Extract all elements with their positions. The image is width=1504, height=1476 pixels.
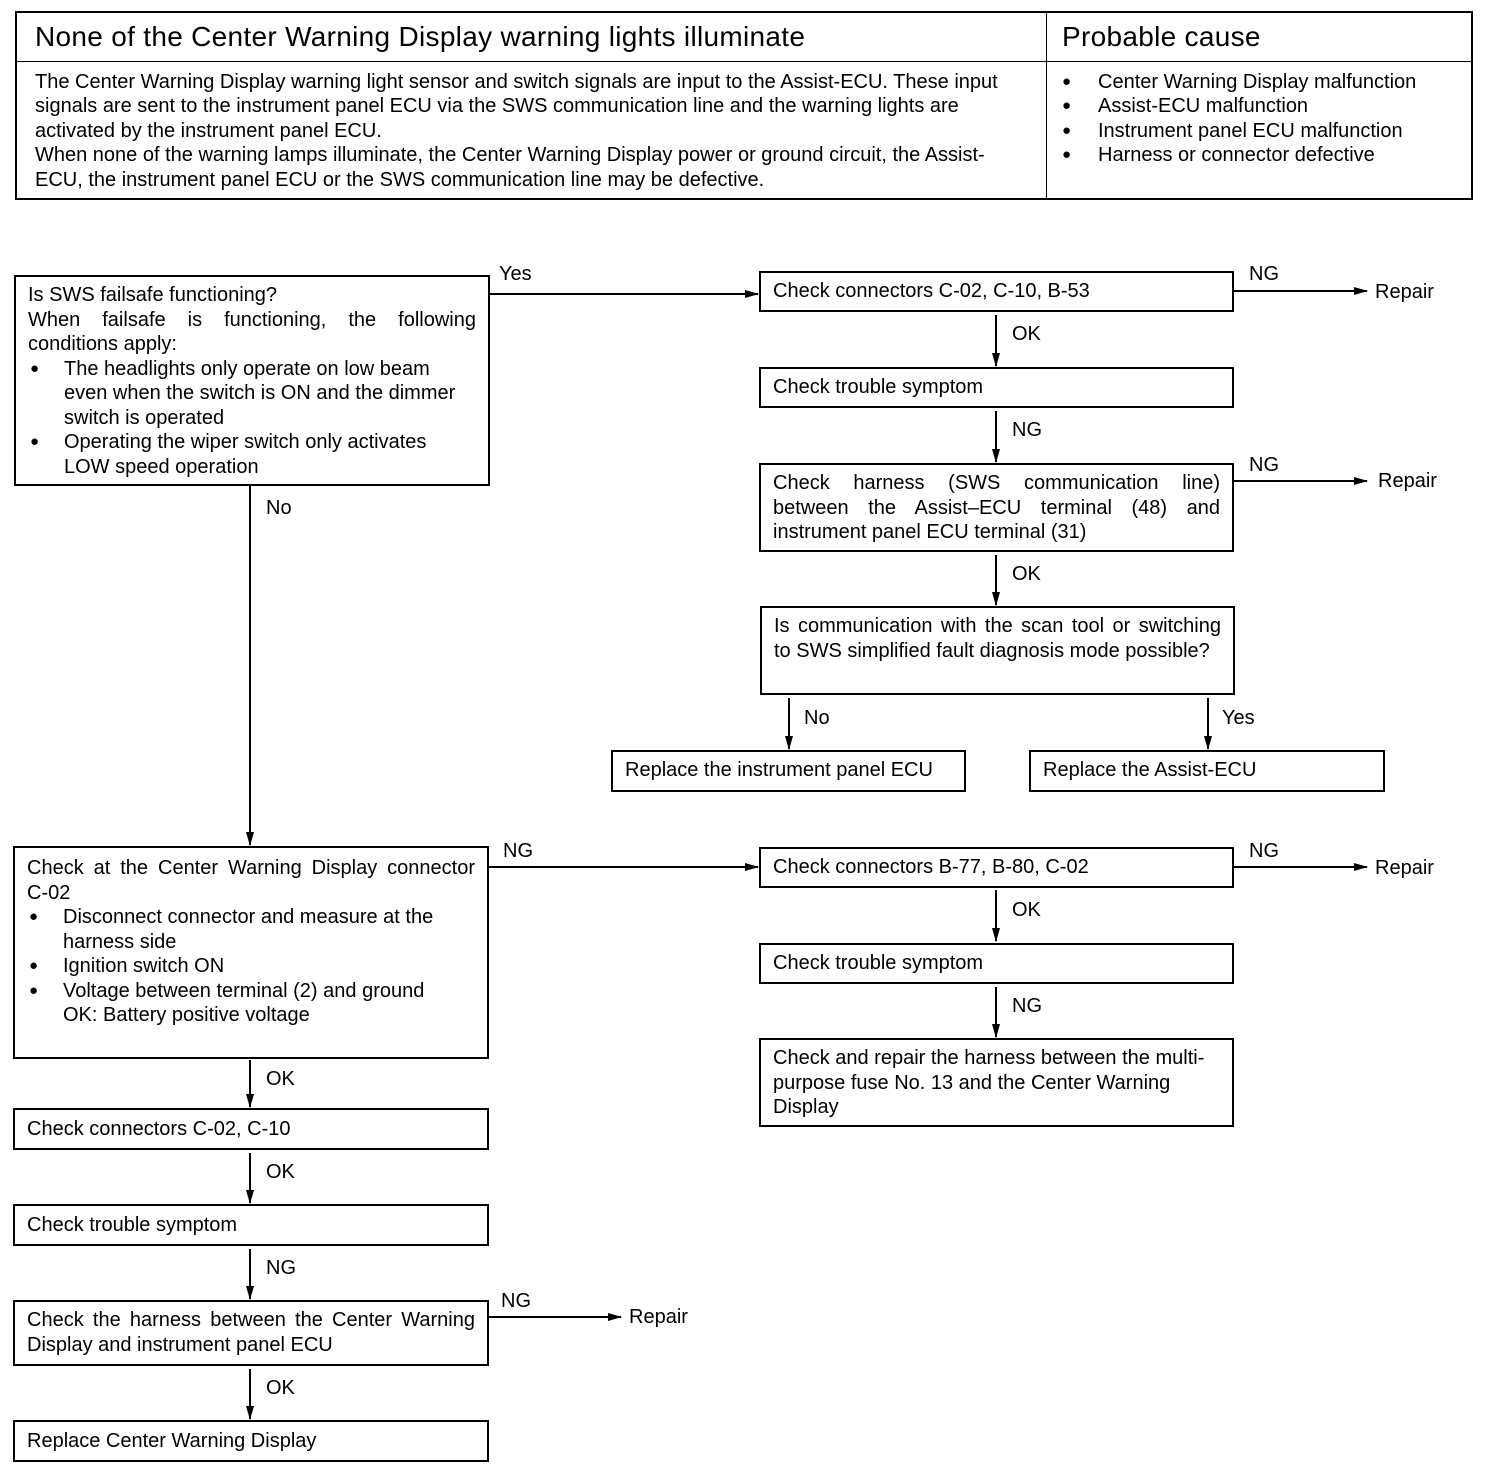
check-connectors-b77-b80-c02-box: Check connectors B-77, B-80, C-02 bbox=[759, 847, 1234, 888]
repair-label: Repair bbox=[1375, 857, 1434, 879]
node-bullet: The headlights only operate on low beam … bbox=[28, 357, 476, 431]
no-label: No bbox=[266, 497, 292, 519]
node-text: Check trouble symptom bbox=[773, 376, 984, 398]
cause-item: Harness or connector defective bbox=[1062, 143, 1471, 168]
check-harness-sws-box: Check harness (SWS communication line) b… bbox=[759, 463, 1234, 552]
node-bullet: Ignition switch ON bbox=[27, 954, 475, 979]
cause-item: Assist-ECU malfunction bbox=[1062, 94, 1471, 119]
node-text: Check connectors B-77, B-80, C-02 bbox=[773, 856, 1089, 878]
node-text: Replace the instrument panel ECU bbox=[625, 759, 933, 781]
node-text: Is communication with the scan tool or s… bbox=[774, 615, 1221, 662]
check-trouble-symptom-box: Check trouble symptom bbox=[759, 943, 1234, 984]
check-cwd-connector-box: Check at the Center Warning Display conn… bbox=[13, 846, 489, 1059]
no-label: No bbox=[804, 707, 830, 729]
check-trouble-symptom-box: Check trouble symptom bbox=[759, 367, 1234, 408]
ng-label: NG bbox=[1249, 454, 1279, 476]
node-bullet: Disconnect connector and measure at the … bbox=[27, 905, 475, 954]
node-text: Is SWS failsafe functioning? bbox=[28, 284, 278, 306]
cause-item: Instrument panel ECU malfunction bbox=[1062, 119, 1471, 144]
node-text: Check harness (SWS communication line) b… bbox=[773, 472, 1220, 543]
cause-item: Center Warning Display malfunction bbox=[1062, 70, 1471, 95]
node-text: Check at the Center Warning Display conn… bbox=[27, 857, 475, 904]
description-paragraph-1: The Center Warning Display warning light… bbox=[35, 70, 998, 142]
header-table: None of the Center Warning Display warni… bbox=[15, 11, 1473, 200]
repair-label: Repair bbox=[1375, 281, 1434, 303]
ng-label: NG bbox=[1012, 419, 1042, 441]
node-bullets: Disconnect connector and measure at the … bbox=[27, 905, 475, 1003]
header-title: None of the Center Warning Display warni… bbox=[15, 11, 1047, 62]
ok-label: OK bbox=[266, 1161, 295, 1183]
node-note: OK: Battery positive voltage bbox=[63, 1004, 310, 1026]
repair-label: Repair bbox=[1378, 470, 1437, 492]
yes-label: Yes bbox=[499, 263, 532, 285]
node-text: When failsafe is functioning, the follow… bbox=[28, 308, 476, 356]
replace-instrument-panel-ecu-box: Replace the instrument panel ECU bbox=[611, 750, 966, 792]
repair-label: Repair bbox=[629, 1306, 688, 1328]
ng-label: NG bbox=[266, 1257, 296, 1279]
ok-label: OK bbox=[266, 1068, 295, 1090]
node-bullet: Operating the wiper switch only activate… bbox=[28, 430, 476, 479]
node-text: Check and repair the harness between the… bbox=[773, 1047, 1205, 1118]
node-bullet: Voltage between terminal (2) and ground bbox=[27, 979, 475, 1004]
ng-label: NG bbox=[1249, 840, 1279, 862]
probable-cause-title: Probable cause bbox=[1046, 11, 1473, 62]
node-bullets: The headlights only operate on low beam … bbox=[28, 357, 476, 480]
replace-assist-ecu-box: Replace the Assist-ECU bbox=[1029, 750, 1385, 792]
check-trouble-symptom-box: Check trouble symptom bbox=[13, 1204, 489, 1246]
check-connectors-c02-c10-box: Check connectors C-02, C-10 bbox=[13, 1108, 489, 1150]
ng-label: NG bbox=[501, 1290, 531, 1312]
communication-possible-question-box: Is communication with the scan tool or s… bbox=[760, 606, 1235, 695]
node-text: Check the harness between the Center War… bbox=[27, 1309, 475, 1356]
ok-label: OK bbox=[1012, 899, 1041, 921]
node-text: Replace the Assist-ECU bbox=[1043, 759, 1257, 781]
yes-label: Yes bbox=[1222, 707, 1255, 729]
description-paragraph-2: When none of the warning lamps illuminat… bbox=[35, 144, 985, 191]
ok-label: OK bbox=[1012, 563, 1041, 585]
node-text: Check connectors C-02, C-10 bbox=[27, 1118, 291, 1140]
replace-cwd-box: Replace Center Warning Display bbox=[13, 1420, 489, 1462]
sws-failsafe-question-box: Is SWS failsafe functioning? When failsa… bbox=[14, 275, 490, 486]
node-text: Replace Center Warning Display bbox=[27, 1430, 317, 1452]
ok-label: OK bbox=[266, 1377, 295, 1399]
check-harness-cwd-box: Check the harness between the Center War… bbox=[13, 1300, 489, 1366]
ng-label: NG bbox=[1249, 263, 1279, 285]
ng-label: NG bbox=[1012, 995, 1042, 1017]
node-text: Check trouble symptom bbox=[27, 1214, 238, 1236]
check-repair-fuse-harness-box: Check and repair the harness between the… bbox=[759, 1038, 1234, 1127]
node-text: Check connectors C-02, C-10, B-53 bbox=[773, 280, 1090, 302]
probable-cause-list: Center Warning Display malfunction Assis… bbox=[1047, 62, 1471, 168]
probable-cause-list-cell: Center Warning Display malfunction Assis… bbox=[1046, 60, 1473, 200]
header-description: The Center Warning Display warning light… bbox=[15, 60, 1047, 200]
ng-label: NG bbox=[503, 840, 533, 862]
check-connectors-c02-c10-b53-box: Check connectors C-02, C-10, B-53 bbox=[759, 271, 1234, 312]
node-text: Check trouble symptom bbox=[773, 952, 984, 974]
ok-label: OK bbox=[1012, 323, 1041, 345]
